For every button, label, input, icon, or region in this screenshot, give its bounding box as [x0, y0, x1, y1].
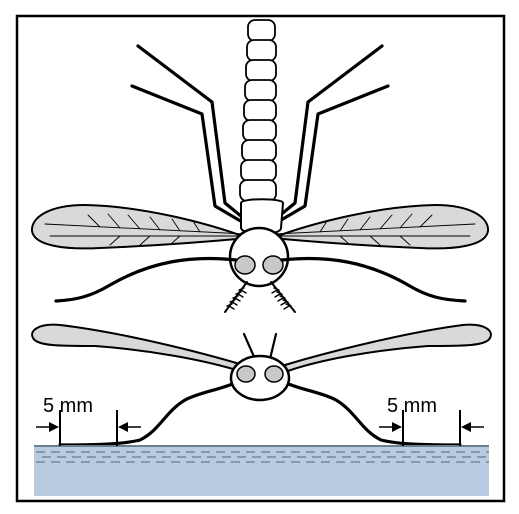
water-surface	[34, 445, 489, 496]
top-head	[230, 228, 288, 286]
side-left-eye	[237, 366, 255, 382]
left-measurement-label: 5 mm	[43, 395, 93, 417]
top-left-eye	[235, 256, 255, 274]
water-body	[34, 445, 489, 496]
right-measurement-label: 5 mm	[387, 395, 437, 417]
side-right-eye	[265, 366, 283, 382]
top-right-eye	[263, 256, 283, 274]
